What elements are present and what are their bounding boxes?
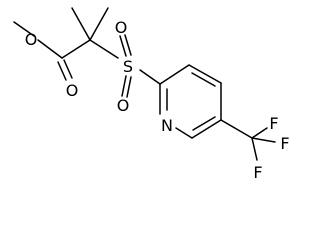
bond-quat-methyl-right bbox=[89, 7, 109, 41]
atom-ester-o2: O bbox=[66, 81, 79, 100]
bond-cf3-f2 bbox=[251, 137, 276, 143]
bond-cf3-f3 bbox=[251, 137, 258, 161]
bond-methyl-c bbox=[13, 21, 35, 37]
atom-sulfonyl-s: S bbox=[123, 57, 133, 76]
bond-quat-sulfur bbox=[89, 39, 119, 59]
bond-ring-c3-c4 bbox=[188, 64, 222, 84]
bond-ring-c5-c6-inner bbox=[192, 116, 216, 131]
atom-ester-o1: O bbox=[25, 30, 38, 49]
bond-cf3-f1 bbox=[251, 127, 268, 139]
bond-ring-c2-c3 bbox=[159, 64, 190, 85]
bond-s-o-top-2 bbox=[124, 34, 132, 56]
bond-ring-c3-c4-inner bbox=[191, 72, 216, 87]
bond-s-o-bottom-2 bbox=[126, 76, 132, 98]
bond-carbonyl-c-o-1 bbox=[63, 59, 73, 79]
atom-sulfonyl-o2: O bbox=[117, 96, 130, 115]
structure-svg: O O S O O N F F F bbox=[13, 7, 290, 182]
bond-s-pyridine bbox=[139, 69, 161, 85]
atom-f1: F bbox=[269, 114, 278, 133]
bonds bbox=[13, 7, 276, 161]
bond-s-o-top-1 bbox=[119, 35, 127, 57]
bond-carbonyl-c-o-2 bbox=[57, 61, 67, 81]
bond-ring-c5-c6 bbox=[191, 119, 222, 139]
bond-s-o-bottom-1 bbox=[121, 75, 127, 97]
bond-c5-cf3 bbox=[220, 119, 253, 139]
bond-ring-c6-n bbox=[175, 127, 193, 139]
atom-f3: F bbox=[253, 163, 262, 182]
atom-labels: O O S O O N F F F bbox=[25, 18, 290, 182]
atom-f2: F bbox=[280, 134, 289, 153]
bond-quat-methyl-left bbox=[71, 7, 91, 41]
chemical-structure: O O S O O N F F F bbox=[13, 7, 290, 182]
bond-ester-o-carbonyl bbox=[37, 39, 63, 59]
bond-carbonyl-quaternary bbox=[61, 39, 91, 59]
atom-sulfonyl-o1: O bbox=[115, 18, 128, 37]
atom-pyridine-n: N bbox=[161, 116, 173, 135]
